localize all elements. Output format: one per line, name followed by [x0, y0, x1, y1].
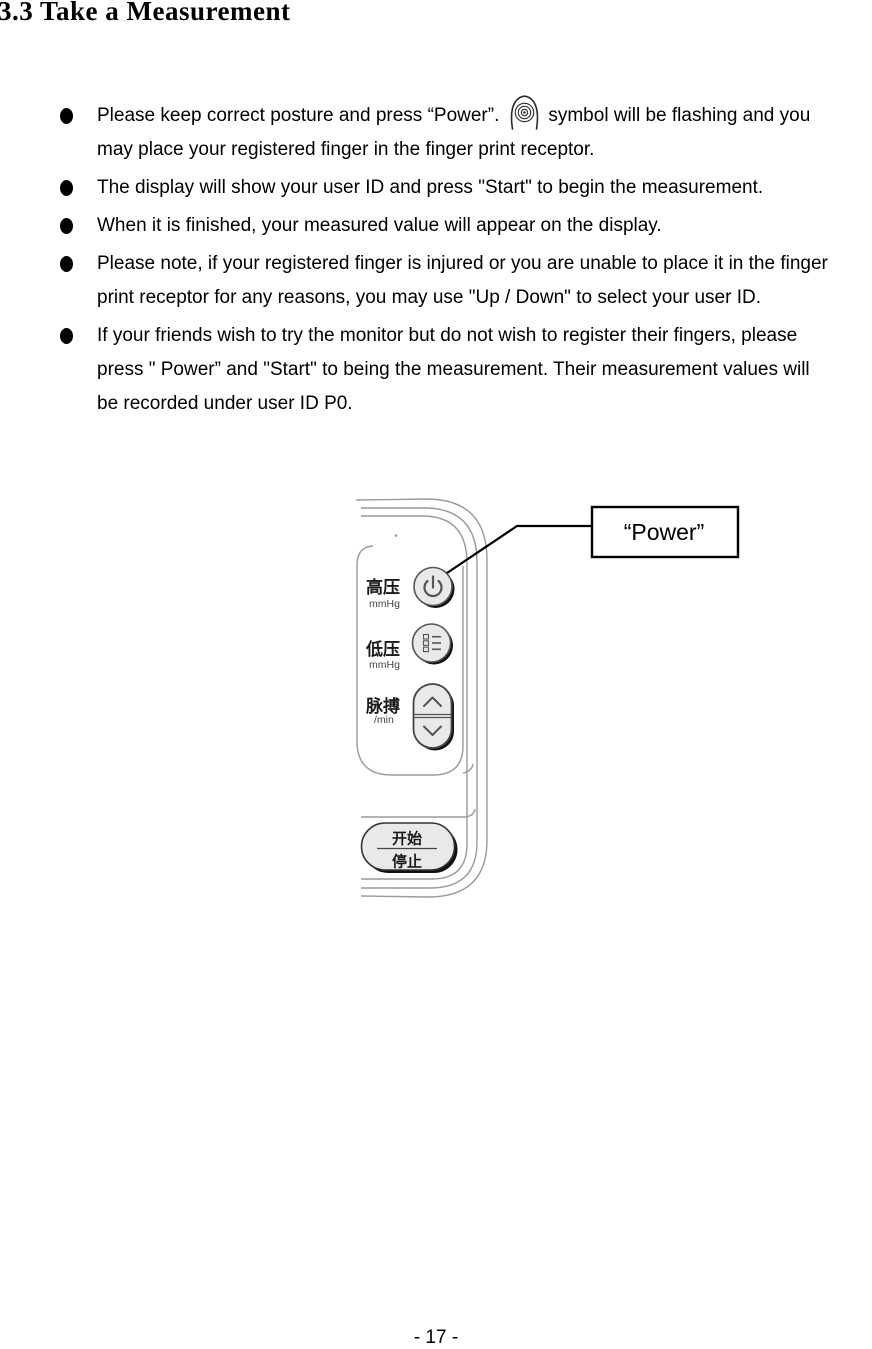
callout-label: “Power”	[624, 519, 705, 545]
start-stop-button: 开始 停止	[360, 822, 458, 873]
power-button	[413, 566, 455, 608]
section-title: 3.3 Take a Measurement	[0, 0, 291, 26]
label-diastolic-unit: mmHg	[369, 659, 400, 671]
list-item: Please note, if your registered finger i…	[58, 247, 834, 315]
chevron-up-icon	[423, 696, 442, 707]
power-icon	[423, 575, 443, 598]
list-item: The display will show your user ID and p…	[58, 171, 834, 205]
page-number: - 17 -	[413, 1327, 459, 1348]
label-systolic-unit: mmHg	[369, 598, 400, 610]
bullet-marker	[60, 328, 73, 344]
bullet-marker	[60, 256, 73, 272]
label-stop: 停止	[392, 853, 422, 871]
device-illustration: 高压 mmHg 低压 mmHg 脉搏 /min	[355, 498, 740, 898]
callout-line	[446, 524, 592, 574]
bullet-text: When it is finished, your measured value…	[97, 215, 662, 236]
bullet-list: Please keep correct posture and press “P…	[58, 95, 834, 425]
list-item: If your friends wish to try the monitor …	[58, 319, 834, 421]
bullet-text: symbol will be flashing and you may plac…	[97, 105, 811, 160]
power-callout: “Power”	[446, 505, 740, 574]
chevron-down-icon	[423, 725, 442, 736]
label-start: 开始	[392, 830, 422, 848]
label-pulse: 脉搏	[365, 696, 400, 716]
bullet-marker	[60, 218, 73, 234]
bullet-text: If your friends wish to try the monitor …	[97, 325, 810, 414]
memory-list-icon	[422, 633, 441, 653]
bullet-text: Please note, if your registered finger i…	[97, 253, 828, 308]
up-down-rocker	[412, 683, 454, 751]
fingerprint-icon	[511, 95, 539, 130]
memory-button	[411, 623, 453, 665]
bullet-marker	[60, 108, 73, 124]
device-outline	[355, 498, 488, 898]
list-item: When it is finished, your measured value…	[58, 209, 834, 243]
label-diastolic: 低压	[365, 639, 400, 659]
list-item: Please keep correct posture and press “P…	[58, 95, 834, 167]
bullet-text: Please keep correct posture and press “P…	[97, 105, 500, 126]
label-systolic: 高压	[366, 577, 400, 597]
bullet-marker	[60, 180, 73, 196]
bullet-text: The display will show your user ID and p…	[97, 177, 764, 198]
callout-box	[590, 505, 740, 559]
panel-dot	[394, 534, 398, 537]
label-pulse-unit: /min	[374, 714, 394, 726]
